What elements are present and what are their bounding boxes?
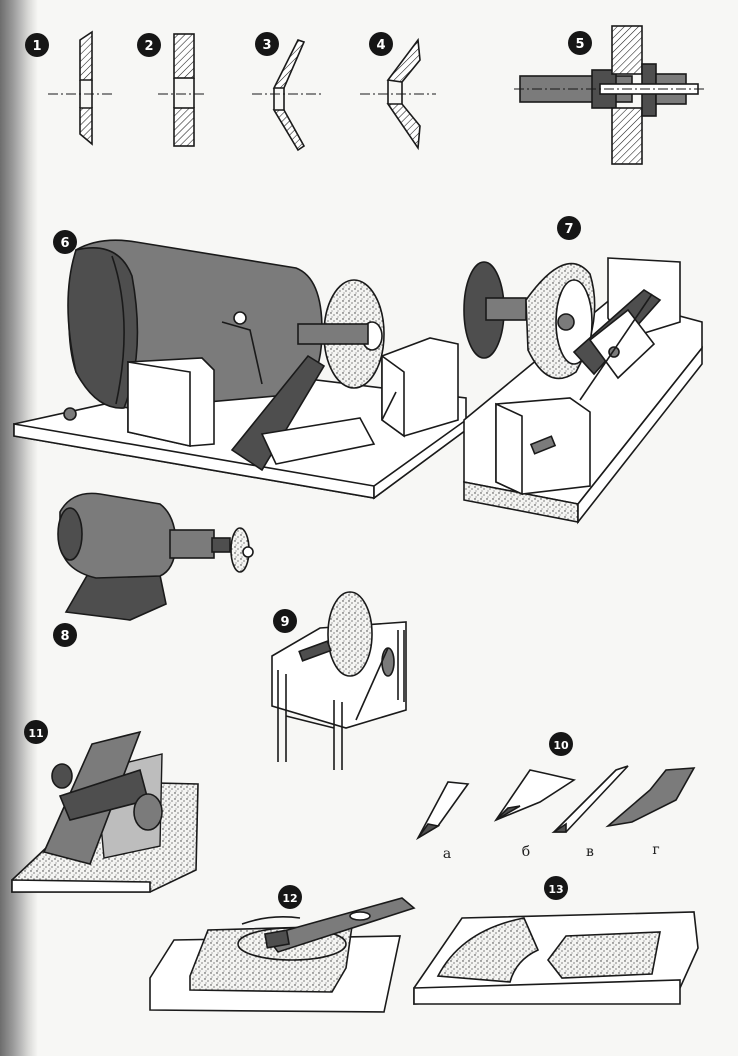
figure-3 xyxy=(252,39,322,152)
badge-3: 3 xyxy=(255,32,279,56)
badge-7-number: 7 xyxy=(564,222,573,237)
badge-1-number: 1 xyxy=(32,39,41,54)
figure-13 xyxy=(413,911,699,1005)
figure-7 xyxy=(463,257,703,525)
badge-11: 11 xyxy=(24,720,48,744)
badge-7: 7 xyxy=(557,216,581,240)
figure-number-badges: 1 2 3 4 5 6 7 8 9 10 11 12 13 xyxy=(24,31,592,909)
badge-9: 9 xyxy=(273,609,297,633)
badge-13: 13 xyxy=(544,876,568,900)
badge-5-number: 5 xyxy=(575,37,584,52)
figure-6 xyxy=(13,239,467,500)
badge-4-number: 4 xyxy=(376,38,385,53)
badge-3-number: 3 xyxy=(262,38,271,53)
profile-label-g: г xyxy=(652,842,659,858)
badge-5: 5 xyxy=(568,31,592,55)
badge-6: 6 xyxy=(53,230,77,254)
badge-4: 4 xyxy=(369,32,393,56)
badge-6-number: 6 xyxy=(60,236,69,251)
badge-13-number: 13 xyxy=(548,883,563,896)
badge-10-number: 10 xyxy=(553,739,569,752)
badge-2-number: 2 xyxy=(144,39,153,54)
figure-5 xyxy=(514,25,704,165)
figure-4 xyxy=(360,37,436,151)
figure-9 xyxy=(271,591,407,770)
figure-2 xyxy=(158,33,206,147)
badge-1: 1 xyxy=(25,33,49,57)
profile-label-b: б xyxy=(522,844,530,860)
figure-1 xyxy=(48,30,112,146)
badge-2: 2 xyxy=(137,33,161,57)
badge-8-number: 8 xyxy=(60,629,69,644)
badge-9-number: 9 xyxy=(280,615,289,630)
profile-label-v: в xyxy=(586,844,594,860)
badge-12: 12 xyxy=(278,885,302,909)
badge-10: 10 xyxy=(549,732,573,756)
figure-8 xyxy=(57,492,254,621)
figure-11 xyxy=(11,730,199,893)
figure-12 xyxy=(149,897,416,1013)
badge-12-number: 12 xyxy=(282,892,297,905)
profile-label-a: а xyxy=(443,846,451,862)
figure-10: а б в г xyxy=(415,765,696,862)
badge-8: 8 xyxy=(53,623,77,647)
blade-profile-labels: а б в г xyxy=(443,842,660,862)
badge-11-number: 11 xyxy=(28,727,43,740)
